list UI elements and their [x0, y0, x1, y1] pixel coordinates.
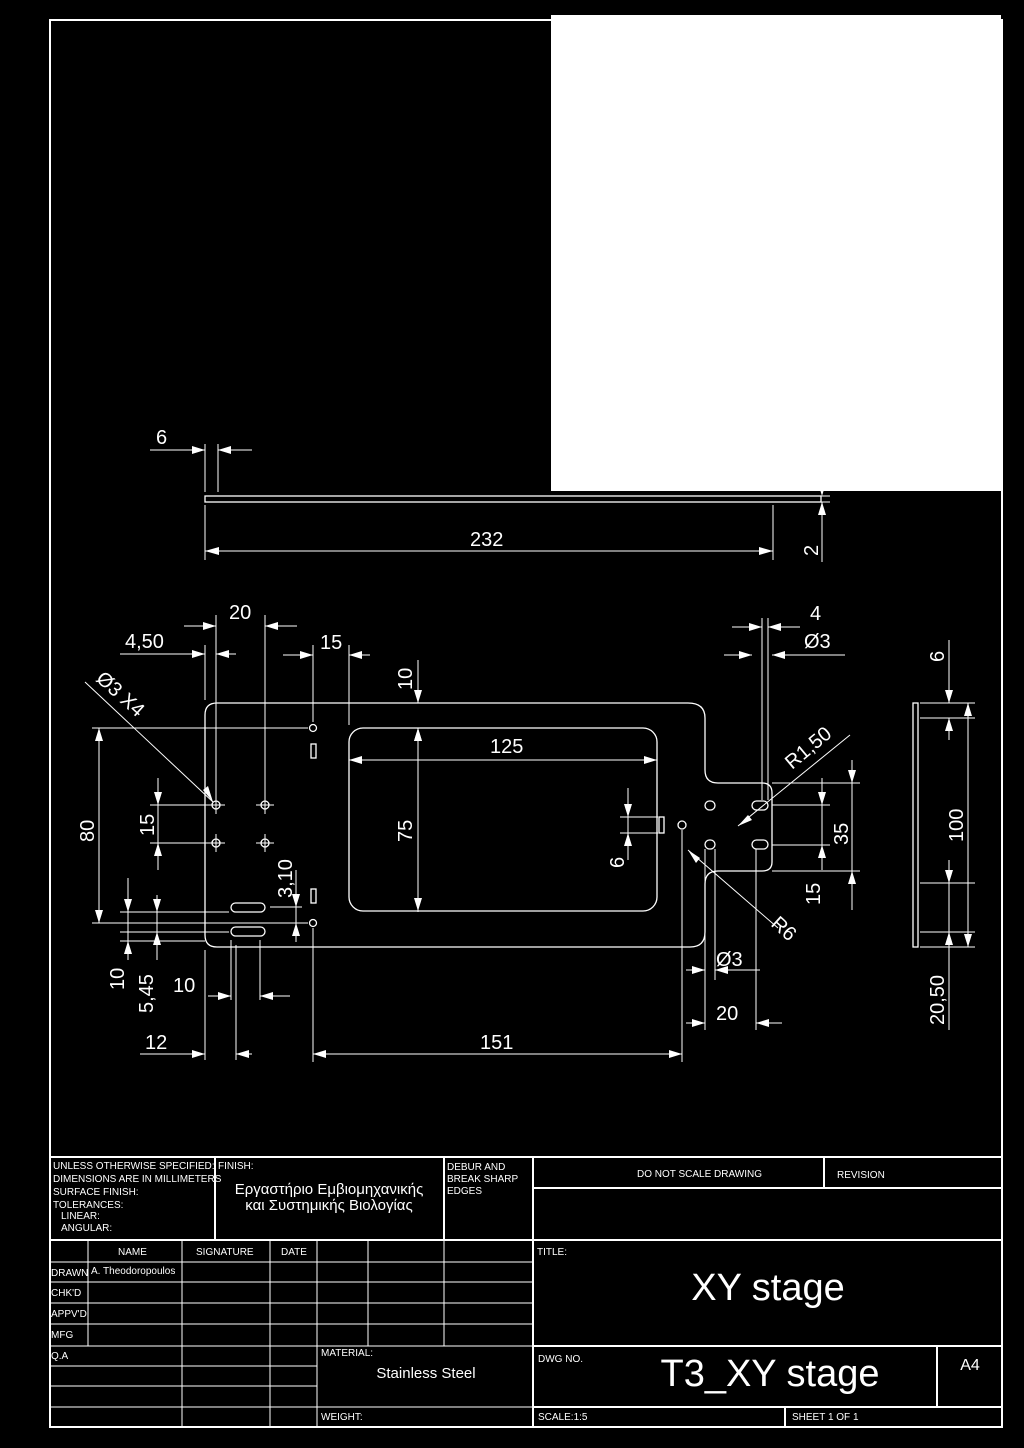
general-notes-3: SURFACE FINISH: — [53, 1187, 139, 1198]
dwg-no: T3_XY stage — [660, 1353, 879, 1395]
dim-hole-spacing-20: 20 — [229, 602, 251, 624]
row-mfg: MFG — [51, 1330, 73, 1341]
center-window — [348, 727, 658, 912]
general-notes-5: LINEAR: — [61, 1211, 100, 1222]
dim-lower-dia: Ø3 — [716, 949, 743, 971]
general-notes-1: UNLESS OTHERWISE SPECIFIED: — [53, 1161, 215, 1172]
title-block: UNLESS OTHERWISE SPECIFIED: DIMENSIONS A… — [50, 1156, 1002, 1427]
dim-gap-6: 6 — [156, 427, 167, 449]
blank-white-panel — [551, 15, 1001, 491]
weight-label: WEIGHT: — [321, 1412, 363, 1423]
dim-length-151: 151 — [480, 1032, 513, 1054]
dim-slot-10-b: 10 — [173, 975, 195, 997]
top-view: 232 6 2 — [150, 427, 830, 562]
dim-slot-10: 10 — [107, 968, 129, 990]
dim-hole-spacing-15: 15 — [137, 814, 159, 836]
dim-height-15: 15 — [803, 883, 825, 905]
row-drawn: DRAWN — [51, 1268, 88, 1279]
drawing-frame — [49, 19, 1003, 1428]
row-checked: CHK'D — [51, 1288, 81, 1299]
col-date: DATE — [281, 1247, 307, 1258]
col-name: NAME — [118, 1247, 147, 1258]
dim-offset-15: 15 — [320, 632, 342, 654]
finish-label: FINISH: — [218, 1161, 254, 1172]
title-label: TITLE: — [537, 1247, 567, 1258]
dim-height-80: 80 — [77, 820, 99, 842]
debur-line-2: BREAK SHARP — [447, 1174, 518, 1185]
side-view: 6 100 20,50 — [912, 640, 975, 1030]
dim-slot-6: 6 — [607, 857, 629, 868]
dim-hole-spec-left: Ø3 X4 — [92, 667, 149, 721]
dim-offset-12: 12 — [145, 1032, 167, 1054]
dim-right-dia: Ø3 — [804, 631, 831, 653]
col-signature: SIGNATURE — [196, 1247, 254, 1258]
side-plate — [912, 702, 919, 948]
debur-line-3: EDGES — [447, 1186, 482, 1197]
material-value: Stainless Steel — [376, 1365, 475, 1382]
drawn-name: A. Theodoropoulos — [91, 1266, 175, 1277]
debur-line-1: DEBUR AND — [447, 1162, 505, 1173]
dim-side-20-50: 20,50 — [927, 975, 949, 1025]
dim-slot-5-45: 5,45 — [136, 974, 158, 1013]
left-holes — [207, 796, 274, 852]
finish-line-1: Εργαστήριο Εμβιομηχανικής — [235, 1181, 424, 1198]
slot-upper — [230, 902, 266, 913]
dim-window-width: 125 — [490, 736, 523, 758]
dim-window-height: 75 — [395, 820, 417, 842]
revision-label: REVISION — [837, 1170, 885, 1181]
finish-line-2: και Συστημικής Βιολογίας — [245, 1197, 412, 1214]
row-approved: APPV'D — [51, 1309, 87, 1320]
material-label: MATERIAL: — [321, 1348, 373, 1359]
dim-radius-6: R6 — [767, 912, 801, 945]
dim-right-4: 4 — [810, 603, 821, 625]
sheet-size: A4 — [960, 1357, 980, 1374]
general-notes-2: DIMENSIONS ARE IN MILLIMETERS — [53, 1174, 222, 1185]
plate-outline — [204, 702, 773, 948]
dim-offset-10-top: 10 — [395, 668, 417, 690]
dwg-no-label: DWG NO. — [538, 1354, 583, 1365]
scale-label: SCALE:1:5 — [538, 1412, 588, 1423]
drawing-title: XY stage — [691, 1267, 845, 1309]
dim-offset-4-50: 4,50 — [125, 631, 164, 653]
front-view: 20 4,50 15 Ø3 X4 10 125 75 — [77, 602, 860, 1062]
dim-overall-length: 232 — [470, 529, 503, 551]
plate-edge-view — [204, 495, 822, 503]
do-not-scale: DO NOT SCALE DRAWING — [637, 1169, 762, 1180]
sheet-label: SHEET 1 OF 1 — [792, 1412, 859, 1423]
general-notes-4: TOLERANCES: — [53, 1200, 123, 1211]
slot-lower — [230, 926, 266, 937]
dim-side-6: 6 — [927, 651, 949, 662]
dim-radius-1-50: R1,50 — [781, 723, 836, 774]
dim-side-100: 100 — [946, 809, 968, 842]
dim-thickness-2: 2 — [801, 545, 823, 556]
row-qa: Q.A — [51, 1351, 69, 1362]
general-notes-6: ANGULAR: — [61, 1223, 112, 1234]
dim-offset-20-right: 20 — [716, 1003, 738, 1025]
dim-height-35: 35 — [831, 823, 853, 845]
dim-offset-3-10: 3,10 — [275, 859, 297, 898]
